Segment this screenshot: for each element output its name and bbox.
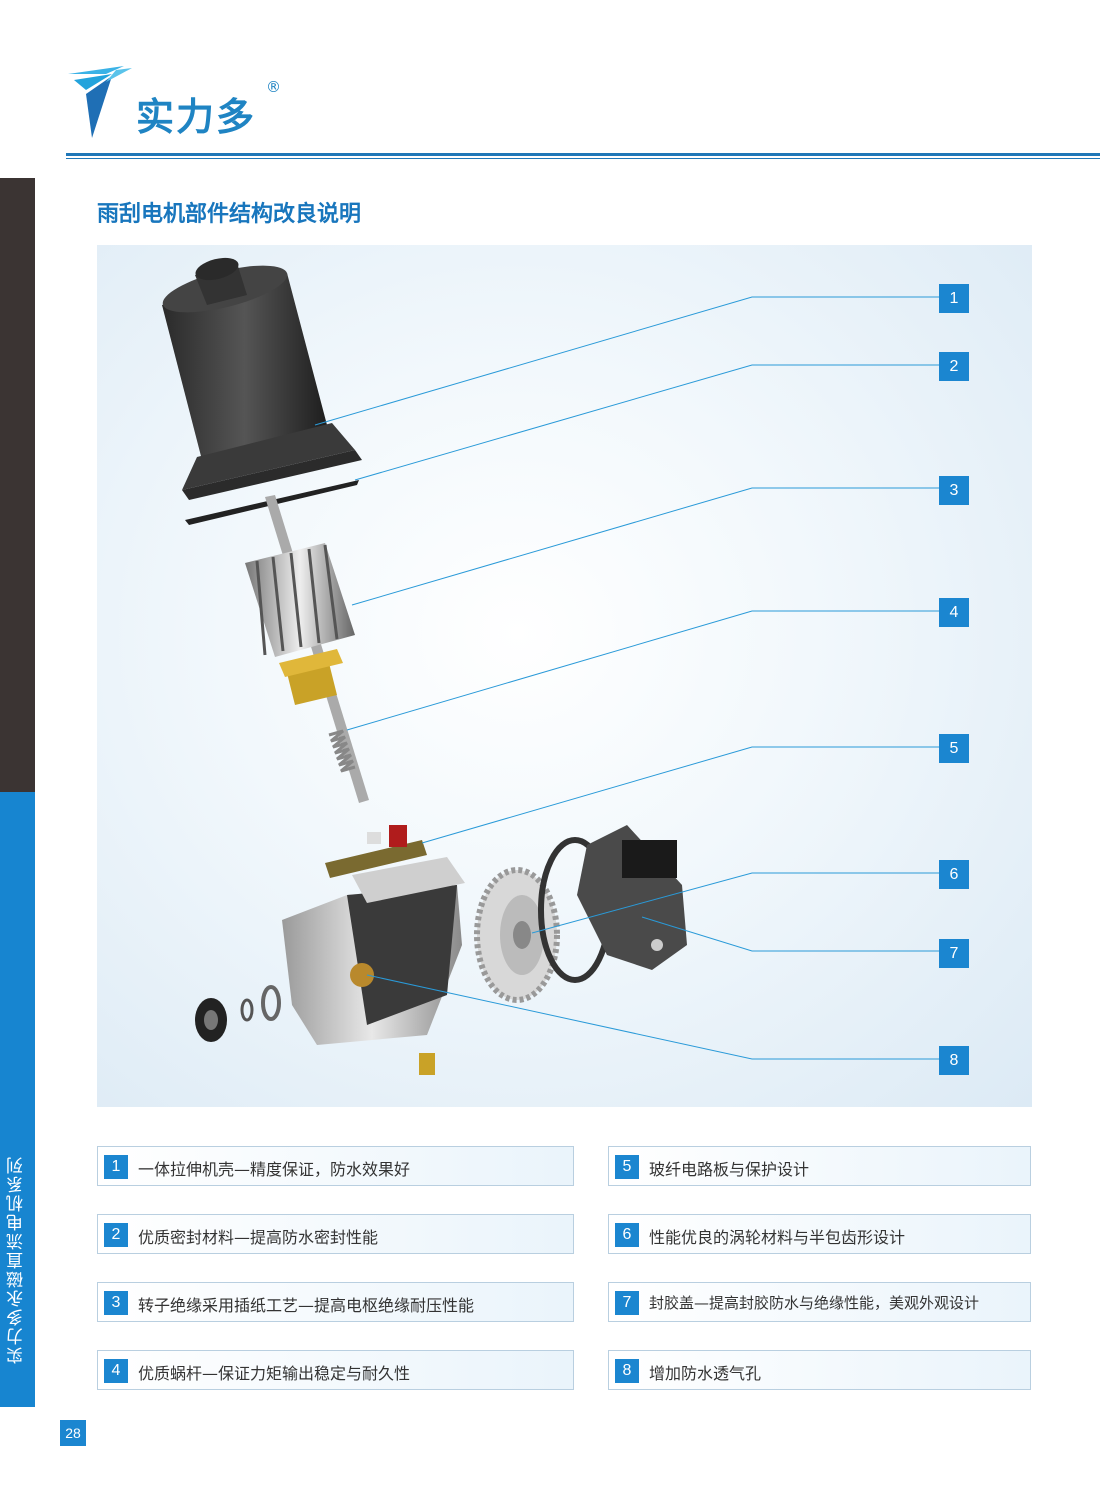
- feature-item-4: 4 优质蜗杆—保证力矩输出稳定与耐久性: [97, 1350, 574, 1390]
- worm-gear: [328, 729, 356, 773]
- feature-number: 5: [615, 1155, 639, 1179]
- feature-number: 3: [104, 1291, 128, 1315]
- feature-item-6: 6 性能优良的涡轮材料与半包齿形设计: [608, 1214, 1031, 1254]
- feature-text: 增加防水透气孔: [649, 1364, 762, 1383]
- feature-item-8: 8 增加防水透气孔: [608, 1350, 1031, 1390]
- feature-text: 一体拉伸机壳—精度保证，防水效果好: [138, 1160, 411, 1179]
- bushing-and-clips: [195, 985, 281, 1042]
- callout-4: 4: [939, 598, 969, 627]
- feature-number: 1: [104, 1155, 128, 1179]
- feature-item-5: 5 玻纤电路板与保护设计: [608, 1146, 1031, 1186]
- sealing-cover: [577, 825, 687, 970]
- gearbox-housing: [282, 857, 465, 1075]
- page-title: 雨刮电机部件结构改良说明: [97, 202, 362, 227]
- callout-5: 5: [939, 734, 969, 763]
- feature-number: 4: [104, 1359, 128, 1383]
- feature-number: 7: [615, 1291, 639, 1315]
- feature-number: 2: [104, 1223, 128, 1247]
- armature-rotor: [245, 543, 355, 657]
- brand-name: 实力多: [136, 95, 257, 139]
- feature-number: 8: [615, 1359, 639, 1383]
- feature-item-3: 3 转子绝缘采用插纸工艺—提高电枢绝缘耐压性能: [97, 1282, 574, 1322]
- logo-mark-icon: [68, 66, 132, 138]
- feature-text: 转子绝缘采用插纸工艺—提高电枢绝缘耐压性能: [138, 1296, 475, 1315]
- callout-3: 3: [939, 476, 969, 505]
- side-band-blue: [0, 792, 35, 1407]
- side-series-label: 实力多永磁直流电机系列: [7, 1155, 27, 1364]
- exploded-view-figure: 1 2 3 4 5 6 7 8: [97, 245, 1032, 1107]
- turbine-gear: [474, 867, 560, 1003]
- motor-exploded-illustration: [162, 257, 939, 1075]
- feature-item-7: 7 封胶盖—提高封胶防水与绝缘性能，美观外观设计: [608, 1282, 1031, 1322]
- side-band-dark: [0, 178, 35, 792]
- motor-housing: [162, 257, 362, 500]
- commutator-brush-ring: [279, 649, 343, 677]
- callout-7: 7: [939, 939, 969, 968]
- feature-text: 优质蜗杆—保证力矩输出稳定与耐久性: [138, 1364, 411, 1383]
- feature-text: 封胶盖—提高封胶防水与绝缘性能，美观外观设计: [649, 1294, 980, 1312]
- circuit-board: [325, 825, 427, 878]
- feature-item-2: 2 优质密封材料—提高防水密封性能: [97, 1214, 574, 1254]
- leader-lines: [314, 296, 939, 1060]
- callout-1: 1: [939, 284, 969, 313]
- callout-2: 2: [939, 352, 969, 381]
- brand-logo: 实力多 ®: [66, 60, 296, 150]
- feature-item-1: 1 一体拉伸机壳—精度保证，防水效果好: [97, 1146, 574, 1186]
- callout-6: 6: [939, 860, 969, 889]
- header-divider-thin: [66, 158, 1100, 159]
- header-divider: [66, 153, 1100, 156]
- callout-8: 8: [939, 1046, 969, 1075]
- registered-mark: ®: [266, 78, 281, 96]
- feature-text: 性能优良的涡轮材料与半包齿形设计: [649, 1228, 906, 1247]
- feature-text: 优质密封材料—提高防水密封性能: [138, 1228, 379, 1247]
- feature-number: 6: [615, 1223, 639, 1247]
- feature-text: 玻纤电路板与保护设计: [649, 1160, 810, 1179]
- page-number: 28: [60, 1420, 86, 1446]
